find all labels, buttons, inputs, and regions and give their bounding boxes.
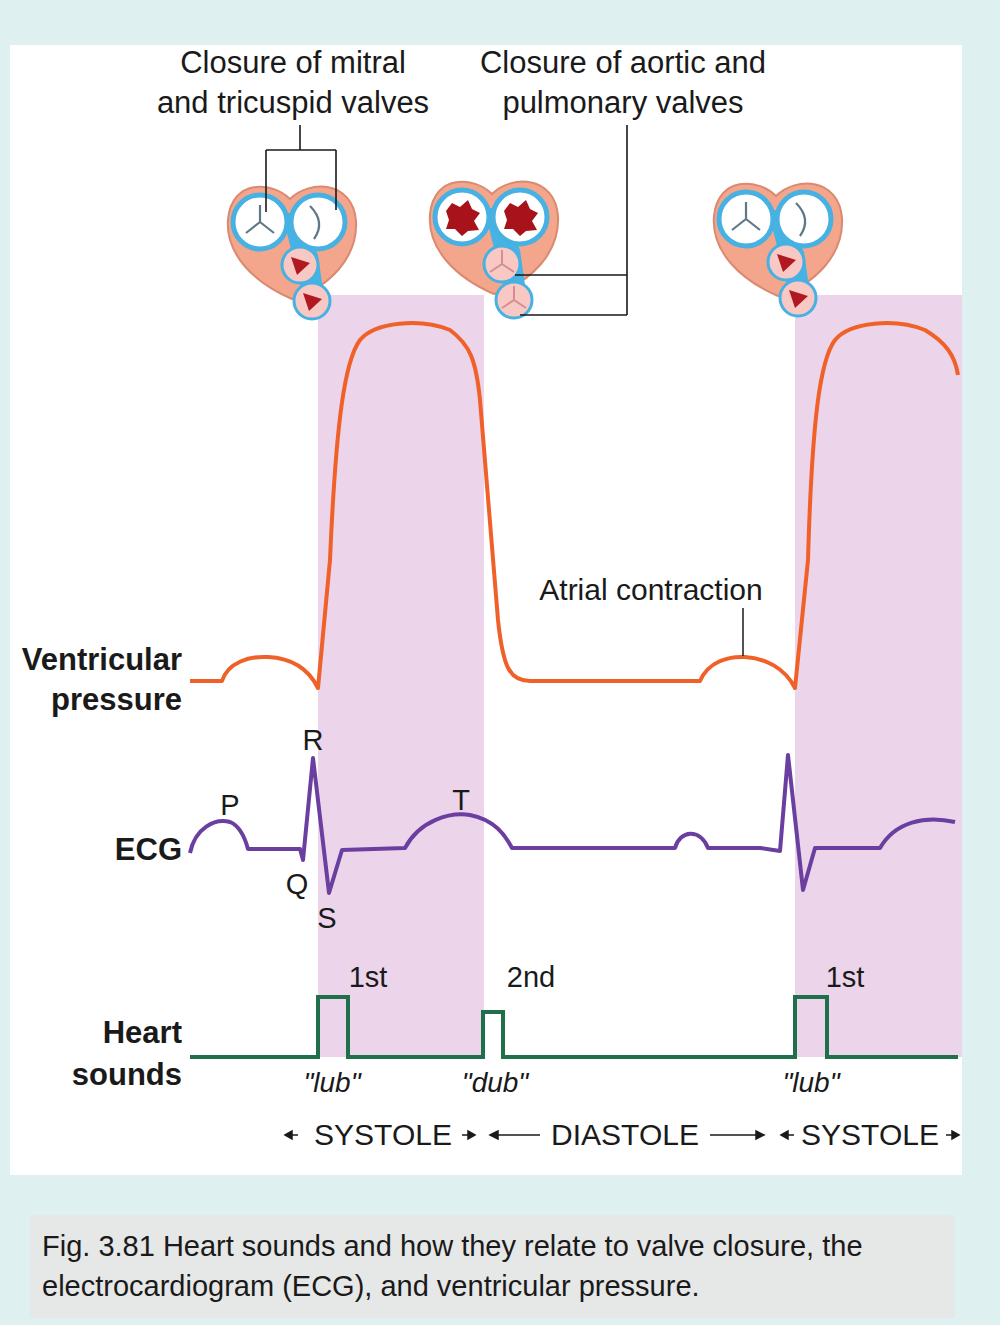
figure-caption: Fig. 3.81 Heart sounds and how they rela…	[42, 1226, 922, 1306]
heart-outline	[228, 187, 356, 301]
bracket-leader	[266, 125, 336, 212]
heart-sound-trace	[190, 997, 958, 1057]
heart-outline	[430, 182, 558, 296]
callout-label: Atrial contraction	[501, 570, 801, 610]
axis-label: Heart sounds	[47, 1012, 182, 1096]
closed-av-valve	[777, 192, 831, 246]
valve-closure-label: Closure of aortic and pulmonary valves	[475, 43, 771, 123]
open-av-valve	[493, 190, 547, 244]
axis-label: ECG	[2, 830, 182, 870]
phase-label: SYSTOLE	[293, 1115, 473, 1155]
sound-number: 1st	[795, 957, 895, 997]
sound-word: "lub"	[272, 1063, 392, 1103]
ecg-wave-letter: R	[283, 720, 343, 760]
sound-word: "dub"	[435, 1063, 555, 1103]
ecg-wave-letter: P	[200, 785, 260, 825]
leader-line	[742, 608, 744, 656]
ecg-wave-letter: S	[297, 898, 357, 938]
phase-label: DIASTOLE	[525, 1115, 725, 1155]
ecg-wave-letter: Q	[267, 864, 327, 904]
closed-semilunar-valve	[484, 246, 520, 282]
closed-av-valve	[719, 192, 773, 246]
heart-icon	[430, 182, 558, 318]
heart-icon	[714, 184, 842, 316]
ecg-wave-letter: T	[431, 780, 491, 820]
sound-word: "lub"	[751, 1063, 871, 1103]
heart-outline	[714, 184, 842, 298]
heart-icon	[228, 187, 356, 319]
phase-label: SYSTOLE	[780, 1115, 960, 1155]
open-semilunar-valve	[294, 283, 330, 319]
closed-av-valve	[291, 195, 345, 249]
closed-av-valve	[233, 195, 287, 249]
valve-closure-label: Closure of mitral and tricuspid valves	[152, 43, 434, 123]
caption-panel	[30, 1215, 955, 1318]
sound-number: 1st	[318, 957, 418, 997]
bracket-leader	[515, 125, 627, 315]
open-av-valve	[435, 190, 489, 244]
open-semilunar-valve	[768, 244, 804, 280]
closed-semilunar-valve	[496, 282, 532, 318]
open-semilunar-valve	[282, 247, 318, 283]
axis-label: Ventricular pressure	[2, 640, 182, 720]
systole-band	[795, 295, 962, 1057]
open-semilunar-valve	[780, 280, 816, 316]
sound-number: 2nd	[481, 957, 581, 997]
figure-panel	[10, 45, 962, 1175]
pressure-curve	[190, 323, 958, 688]
